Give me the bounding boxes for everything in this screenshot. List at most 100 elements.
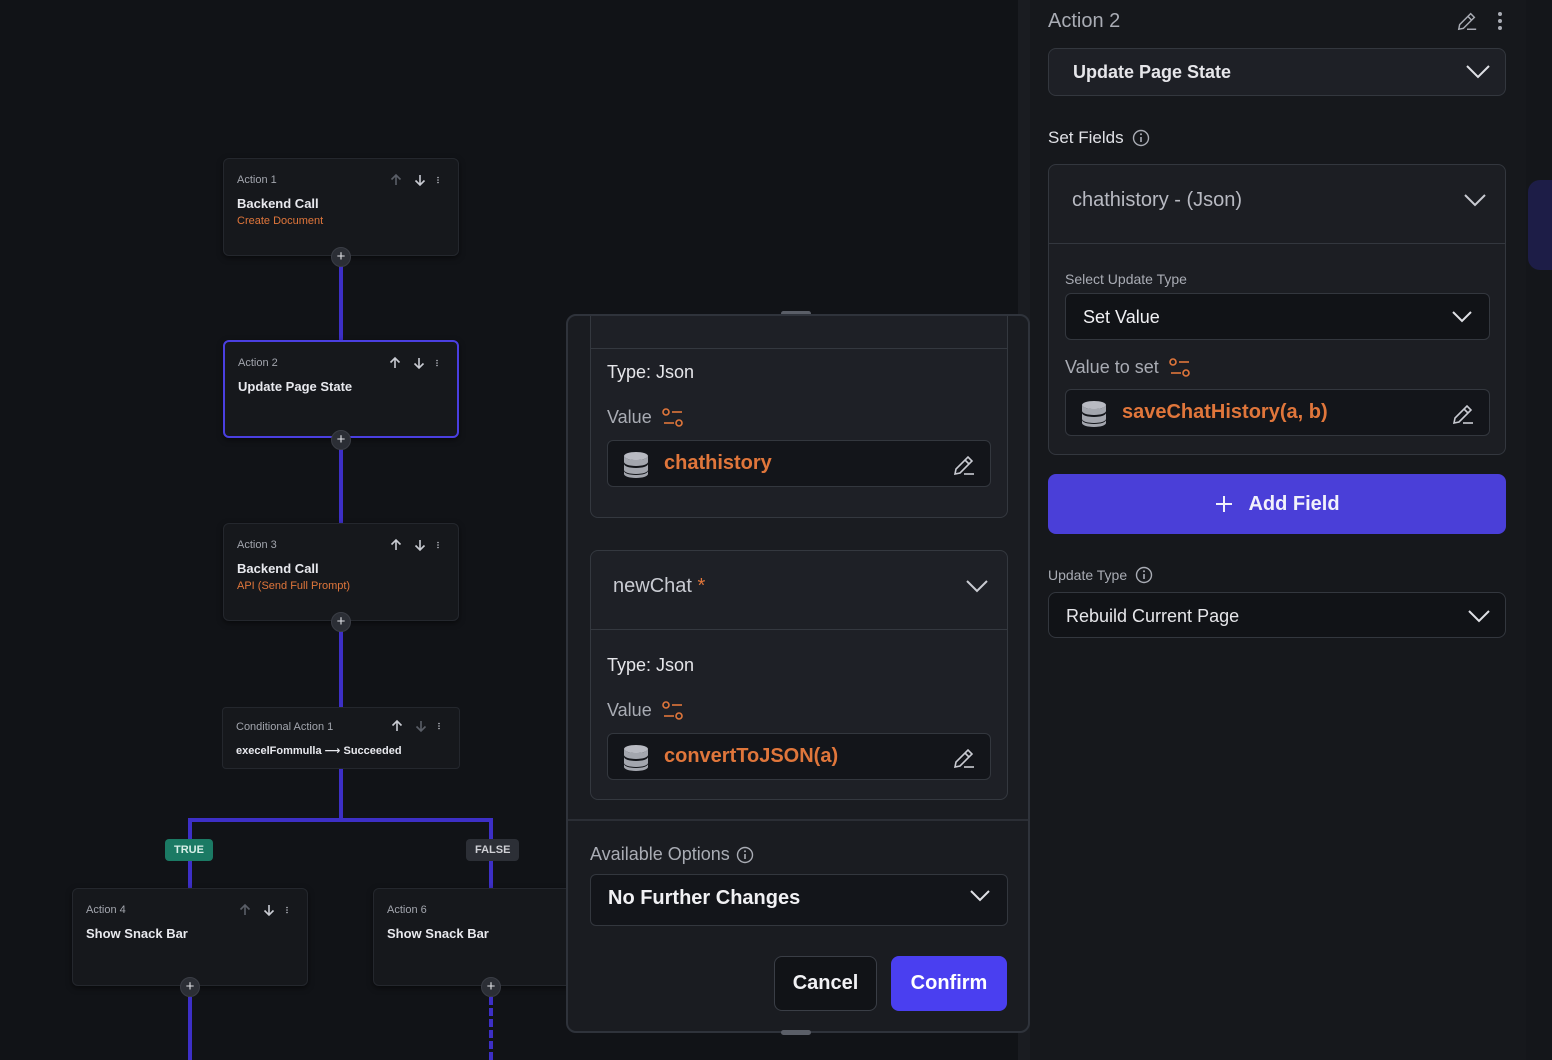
flow-connector-dashed	[489, 997, 493, 1060]
more-vertical-icon[interactable]	[437, 718, 445, 734]
edit-pencil-icon[interactable]	[1456, 10, 1478, 32]
required-mark: *	[697, 575, 706, 597]
more-vertical-icon[interactable]	[1496, 10, 1504, 32]
select-value: No Further Changes	[608, 887, 801, 909]
more-vertical-icon[interactable]	[436, 537, 444, 553]
node-label: Action 2	[238, 357, 278, 369]
action-properties-panel: Action 2 Update Page State Set Fields ch…	[1030, 0, 1526, 1060]
value-box-savechathistory[interactable]: saveChatHistory(a, b)	[1065, 389, 1490, 436]
more-vertical-icon[interactable]	[436, 172, 444, 188]
info-icon[interactable]	[736, 846, 754, 864]
move-down-icon[interactable]	[411, 355, 427, 371]
set-fields-text: Set Fields	[1048, 128, 1124, 147]
flow-branch-connector	[188, 818, 493, 822]
add-action-plus-icon[interactable]: +	[180, 977, 200, 997]
node-title: execelFommulla ⟶ Succeeded	[236, 745, 402, 757]
modal-bottom-handle[interactable]	[781, 1030, 811, 1035]
move-up-icon[interactable]	[389, 718, 405, 734]
node-title: Show Snack Bar	[86, 926, 188, 941]
update-type-text: Update Type	[1048, 567, 1128, 583]
add-action-plus-icon[interactable]: +	[331, 247, 351, 267]
move-down-icon[interactable]	[261, 902, 277, 918]
cancel-button[interactable]: Cancel	[774, 956, 877, 1011]
value-box-newchat[interactable]: convertToJSON(a)	[607, 733, 991, 780]
field-header-newchat[interactable]: newChat *	[591, 551, 1007, 630]
available-options-select[interactable]: No Further Changes	[590, 874, 1008, 926]
move-down-icon[interactable]	[413, 718, 429, 734]
flow-connector	[339, 768, 343, 822]
value-text: saveChatHistory(a, b)	[1122, 401, 1328, 423]
database-icon	[624, 745, 648, 771]
field-type-label: Type: Json	[607, 655, 695, 675]
move-up-icon[interactable]	[388, 537, 404, 553]
update-type-select[interactable]: Set Value	[1065, 293, 1490, 340]
move-down-icon[interactable]	[412, 537, 428, 553]
move-down-icon[interactable]	[412, 172, 428, 188]
info-icon[interactable]	[1135, 566, 1153, 584]
node-label: Action 4	[86, 904, 126, 916]
field-card-newchat: newChat * Type: Json Value convertToJSON…	[590, 550, 1008, 800]
variable-settings-icon[interactable]	[661, 407, 684, 428]
database-icon	[1082, 401, 1106, 427]
right-edge-rail	[1526, 0, 1552, 1060]
add-field-label: Add Field	[1248, 492, 1340, 515]
flow-connector	[339, 449, 343, 525]
chevron-down-icon	[970, 890, 990, 902]
move-up-icon[interactable]	[388, 172, 404, 188]
value-box-chathistory[interactable]: chathistory	[607, 440, 991, 487]
database-icon	[624, 452, 648, 478]
flow-node-conditional-1[interactable]: Conditional Action 1 execelFommulla ⟶ Su…	[222, 707, 460, 769]
flow-node-action-2[interactable]: Action 2 Update Page State	[223, 340, 459, 438]
update-type-select-label: Select Update Type	[1065, 271, 1187, 287]
available-options-text: Available Options	[590, 844, 730, 864]
field-name: newChat *	[613, 575, 705, 598]
variable-settings-icon[interactable]	[1168, 357, 1191, 378]
chevron-down-icon[interactable]	[1463, 192, 1487, 208]
move-up-icon[interactable]	[237, 902, 253, 918]
move-up-icon[interactable]	[387, 355, 403, 371]
more-vertical-icon[interactable]	[435, 355, 443, 371]
more-vertical-icon[interactable]	[285, 902, 293, 918]
available-options-label: Available Options	[590, 844, 754, 865]
add-action-plus-icon[interactable]: +	[331, 612, 351, 632]
chevron-down-icon	[1452, 311, 1472, 323]
value-label: Value	[607, 407, 684, 428]
field-card-chathistory-panel: chathistory - (Json) Select Update Type …	[1048, 164, 1506, 455]
confirm-button[interactable]: Confirm	[891, 956, 1007, 1011]
variable-settings-icon[interactable]	[661, 700, 684, 721]
value-label-text: Value	[607, 407, 652, 427]
page-update-type-select[interactable]: Rebuild Current Page	[1048, 592, 1506, 638]
node-subtitle: API (Send Full Prompt)	[237, 580, 351, 592]
value-label: Value	[607, 700, 684, 721]
flow-node-action-3[interactable]: Action 3 Backend Call API (Send Full Pro…	[223, 523, 459, 621]
edit-pencil-icon[interactable]	[952, 453, 976, 477]
info-icon[interactable]	[1132, 129, 1150, 147]
panel-title: Action 2	[1048, 10, 1121, 32]
add-action-plus-icon[interactable]: +	[481, 977, 501, 997]
chevron-down-icon	[1468, 610, 1490, 623]
modal-top-handle[interactable]	[781, 311, 811, 316]
chevron-down-icon	[1466, 65, 1490, 79]
select-value: Set Value	[1083, 307, 1160, 327]
rail-highlight	[1528, 180, 1552, 270]
flow-node-action-4[interactable]: Action 4 Show Snack Bar	[72, 888, 308, 986]
branch-false-tag: FALSE	[466, 839, 520, 861]
edit-pencil-icon[interactable]	[1451, 402, 1475, 426]
edit-pencil-icon[interactable]	[952, 746, 976, 770]
select-value: Update Page State	[1073, 62, 1232, 82]
add-field-button[interactable]: Add Field	[1048, 474, 1506, 534]
add-action-plus-icon[interactable]: +	[331, 430, 351, 450]
action-type-select[interactable]: Update Page State	[1048, 48, 1506, 96]
set-fields-modal: Type: Json Value chathistory newChat * T…	[566, 314, 1030, 1033]
flow-node-action-1[interactable]: Action 1 Backend Call Create Document	[223, 158, 459, 256]
node-label: Conditional Action 1	[236, 721, 334, 733]
set-fields-label: Set Fields	[1048, 128, 1150, 148]
node-title: Backend Call	[237, 196, 319, 211]
value-text: chathistory	[664, 452, 772, 474]
value-to-set-label: Value to set	[1065, 357, 1191, 378]
field-type-label: Type: Json	[607, 362, 695, 382]
chevron-down-icon[interactable]	[965, 578, 989, 594]
node-title: Update Page State	[238, 379, 353, 394]
field-header[interactable]: chathistory - (Json)	[1049, 165, 1505, 244]
select-value: Rebuild Current Page	[1066, 606, 1240, 626]
